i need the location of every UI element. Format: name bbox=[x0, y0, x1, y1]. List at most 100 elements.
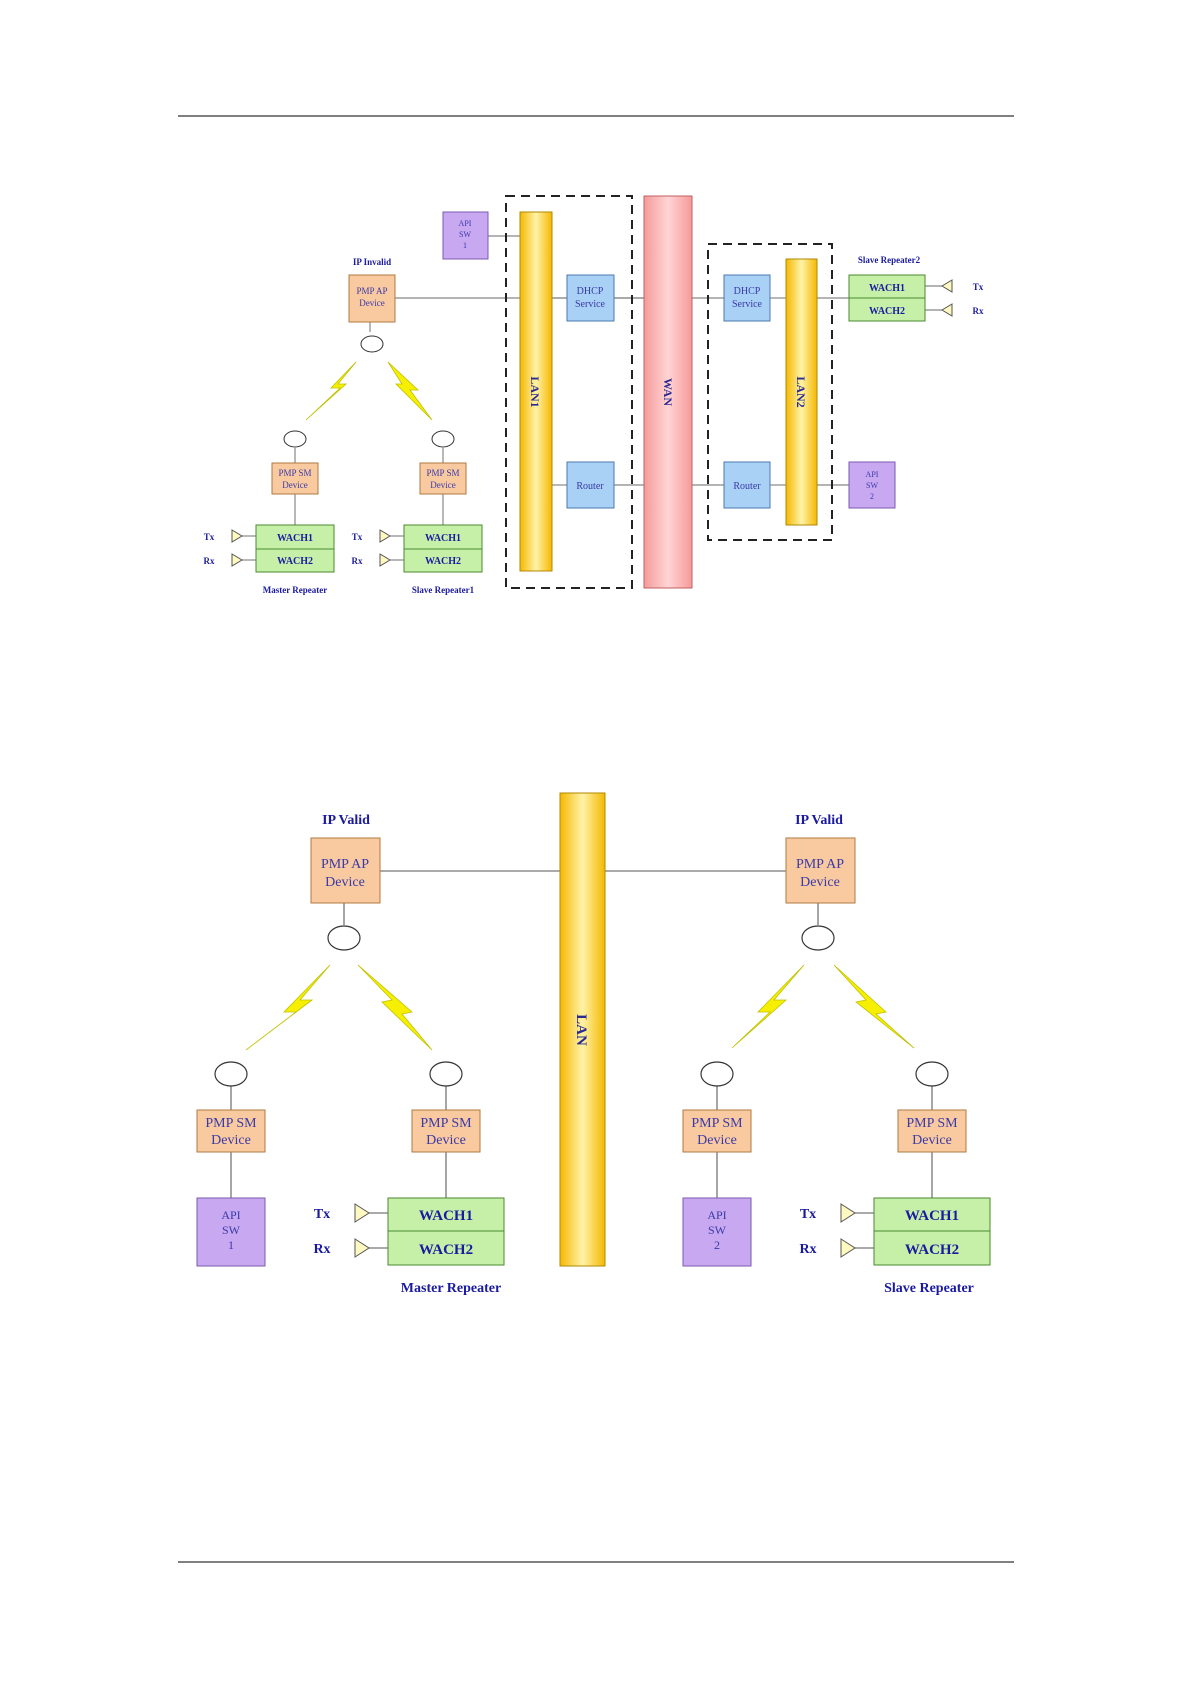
sm-antenna-icon bbox=[700, 1061, 734, 1087]
dhcp-service-box-left bbox=[566, 274, 615, 322]
api-sw1-line2: SW bbox=[459, 230, 471, 239]
pmp-sm-device-box bbox=[411, 1109, 481, 1153]
pmp-sm-line1: PMP SM bbox=[427, 468, 460, 478]
api-sw2-line3: 2 bbox=[870, 492, 874, 501]
pmp-sm-line1: PMP SM bbox=[279, 468, 312, 478]
pmp-ap-line2: Device bbox=[800, 875, 840, 890]
rx-antenna-icon bbox=[379, 553, 391, 567]
diagram-2: LAN IP Valid IP Valid PMP AP Device PMP … bbox=[196, 792, 991, 1296]
slave-repeater-label: Slave Repeater bbox=[884, 1281, 974, 1296]
sm-antenna-icon bbox=[915, 1061, 949, 1087]
diagram2-links bbox=[230, 870, 933, 1249]
pmp-sm-line2: Device bbox=[912, 1133, 952, 1148]
ip-valid-label-right: IP Valid bbox=[795, 813, 843, 828]
wach2-label: WACH2 bbox=[419, 1242, 473, 1258]
wach2-box bbox=[387, 1230, 505, 1266]
sm-antenna-icon bbox=[429, 1061, 463, 1087]
pmp-ap-device-box bbox=[785, 837, 856, 904]
lan2-label: LAN2 bbox=[794, 376, 808, 407]
pmp-sm-device-box bbox=[196, 1109, 266, 1153]
pmp-sm-line2: Device bbox=[426, 1133, 466, 1148]
api-sw1-line2: SW bbox=[222, 1223, 241, 1237]
wach1-box bbox=[255, 524, 335, 550]
pmp-ap-line2: Device bbox=[359, 298, 384, 308]
dhcp-right-line1: DHCP bbox=[734, 286, 761, 297]
rx-label: Rx bbox=[204, 556, 215, 566]
wach2-box bbox=[255, 548, 335, 573]
pmp-sm-device-box bbox=[682, 1109, 752, 1153]
lan1-label: LAN1 bbox=[528, 376, 542, 407]
pmp-ap-line2: Device bbox=[325, 875, 365, 890]
pmp-sm-device-box bbox=[419, 462, 467, 495]
lightning-icon bbox=[245, 964, 331, 1051]
tx-antenna-icon bbox=[231, 529, 243, 543]
pmp-sm-line1: PMP SM bbox=[420, 1116, 472, 1131]
rx-label: Rx bbox=[799, 1242, 816, 1257]
pmp-sm-device-box bbox=[271, 462, 319, 495]
api-sw1-line1: API bbox=[221, 1208, 240, 1222]
pmp-ap-line1: PMP AP bbox=[357, 286, 388, 296]
ip-invalid-label: IP Invalid bbox=[353, 257, 391, 267]
router-right-label: Router bbox=[733, 481, 761, 492]
tx-antenna-icon bbox=[379, 529, 391, 543]
wach1-label: WACH1 bbox=[419, 1208, 473, 1224]
wach1-label: WACH1 bbox=[869, 283, 905, 294]
api-sw2-line3: 2 bbox=[714, 1238, 720, 1252]
lightning-icon bbox=[357, 964, 433, 1051]
tx-antenna-icon bbox=[354, 1203, 370, 1223]
rx-label: Rx bbox=[313, 1242, 330, 1257]
tx-label: Tx bbox=[204, 532, 215, 542]
rx-antenna-icon bbox=[840, 1238, 856, 1258]
rx-label: Rx bbox=[973, 306, 984, 316]
api-sw2-line2: SW bbox=[708, 1223, 727, 1237]
wan-label: WAN bbox=[661, 378, 675, 406]
wach2-label: WACH2 bbox=[277, 556, 313, 567]
pmp-sm-line2: Device bbox=[430, 480, 455, 490]
wach2-label: WACH2 bbox=[425, 556, 461, 567]
wach2-label: WACH2 bbox=[905, 1242, 959, 1258]
pmp-ap-device-box bbox=[348, 274, 396, 323]
rx-antenna-icon bbox=[941, 303, 953, 317]
pmp-sm-line1: PMP SM bbox=[205, 1116, 257, 1131]
pmp-ap-line1: PMP AP bbox=[321, 857, 369, 872]
wach1-box bbox=[387, 1197, 505, 1232]
rx-label: Rx bbox=[352, 556, 363, 566]
router-left-label: Router bbox=[576, 481, 604, 492]
sm-antenna-icon bbox=[283, 430, 307, 448]
dhcp-service-box-right bbox=[723, 274, 771, 322]
pmp-ap-line1: PMP AP bbox=[796, 857, 844, 872]
lan-bar bbox=[559, 792, 606, 1267]
tx-label: Tx bbox=[314, 1207, 330, 1222]
api-sw2-line1: API bbox=[866, 470, 879, 479]
api-sw1-box bbox=[442, 211, 489, 260]
api-sw1-line3: 1 bbox=[463, 241, 467, 250]
pmp-sm-device-box bbox=[897, 1109, 967, 1153]
wach1-box bbox=[403, 524, 483, 550]
sm-antenna-icon bbox=[214, 1061, 248, 1087]
api-sw2-line2: SW bbox=[866, 481, 878, 490]
lightning-icon bbox=[833, 964, 915, 1049]
lan2-bar bbox=[785, 258, 818, 526]
ap-antenna-icon bbox=[327, 925, 361, 951]
router-box-right bbox=[723, 461, 771, 509]
wach2-box bbox=[403, 548, 483, 573]
lan1-group-border bbox=[505, 195, 633, 589]
ap-antenna-icon bbox=[801, 925, 835, 951]
ap-antenna-icon bbox=[360, 335, 384, 353]
rx-antenna-icon bbox=[231, 553, 243, 567]
api-sw2-line1: API bbox=[707, 1208, 726, 1222]
pmp-sm-line2: Device bbox=[211, 1133, 251, 1148]
pmp-sm-line1: PMP SM bbox=[906, 1116, 958, 1131]
wach2-box bbox=[873, 1230, 991, 1266]
wach1-box bbox=[873, 1197, 991, 1232]
sm-antenna-icon bbox=[431, 430, 455, 448]
wach1-label: WACH1 bbox=[425, 533, 461, 544]
rx-antenna-icon bbox=[354, 1238, 370, 1258]
tx-label: Tx bbox=[973, 282, 984, 292]
slave-repeater1-label: Slave Repeater1 bbox=[412, 585, 475, 595]
pmp-sm-line2: Device bbox=[697, 1133, 737, 1148]
api-sw2-box bbox=[682, 1197, 752, 1267]
dhcp-left-line2: Service bbox=[575, 299, 606, 310]
